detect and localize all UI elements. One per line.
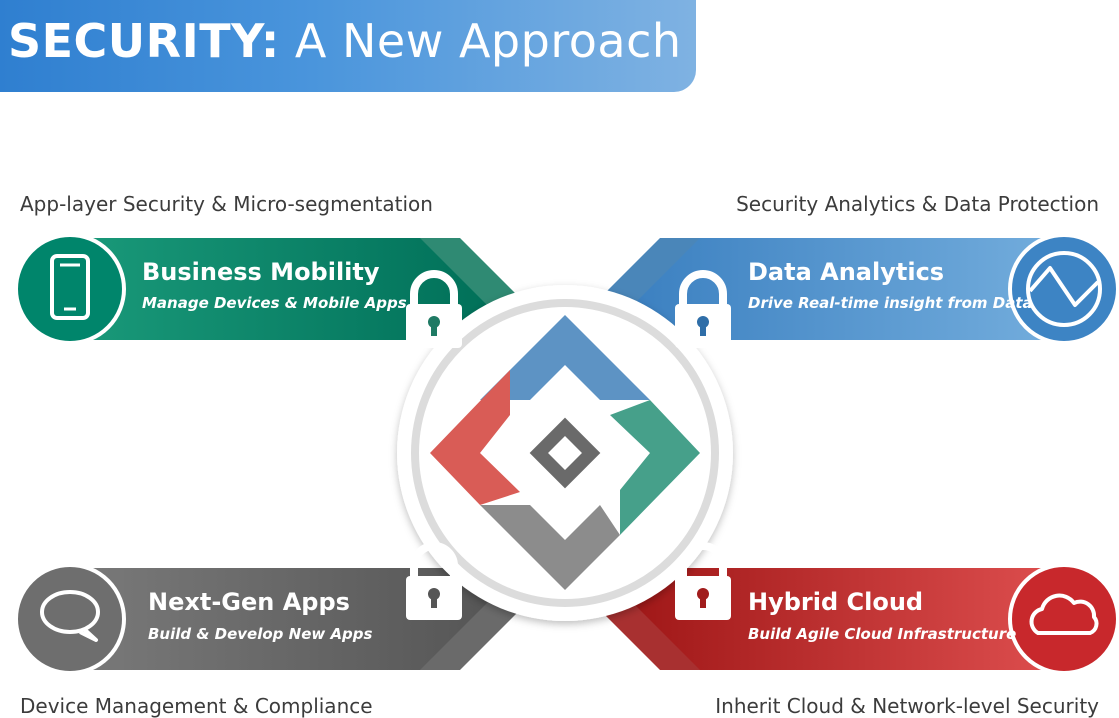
hub-segment-green <box>610 400 700 535</box>
page-title: SECURITY: A New Approach <box>8 14 682 68</box>
pillar-subtitle-hybrid-cloud: Build Agile Cloud Infrastructure <box>748 625 1017 643</box>
pillar-title-hybrid-cloud: Hybrid Cloud <box>748 588 924 616</box>
ribbon-next-gen-apps <box>70 568 500 670</box>
caption-top-left: App-layer Security & Micro-segmentation <box>20 192 433 216</box>
lock-icon-top-left <box>406 270 462 348</box>
caption-top-right: Security Analytics & Data Protection <box>736 192 1099 216</box>
header-banner: SECURITY: A New Approach <box>0 0 696 92</box>
pillar-subtitle-business-mobility: Manage Devices & Mobile Apps <box>142 294 407 312</box>
hub-segment-red <box>430 370 520 505</box>
pillar-title-business-mobility: Business Mobility <box>142 258 380 286</box>
lock-icon-bottom-right <box>675 542 731 620</box>
center-hub <box>397 285 733 621</box>
pulse-chart-icon <box>1008 233 1119 345</box>
pillar-subtitle-data-analytics: Drive Real-time insight from Data <box>748 294 1033 312</box>
lock-icon-top-right <box>675 270 731 348</box>
hub-segment-blue <box>480 315 650 400</box>
hub-segment-gray <box>480 505 620 590</box>
ribbon-business-mobility <box>70 238 500 340</box>
smartphone-icon <box>14 233 126 345</box>
lock-icon-bottom-left <box>406 542 462 620</box>
hub-diamond-inner <box>548 436 582 470</box>
pillar-subtitle-next-gen-apps: Build & Develop New Apps <box>148 625 373 643</box>
pillar-title-data-analytics: Data Analytics <box>748 258 945 286</box>
chat-bubble-icon <box>14 563 126 675</box>
title-bold: SECURITY: <box>8 14 280 68</box>
cloud-icon <box>1008 563 1119 675</box>
title-light: A New Approach <box>294 14 682 68</box>
pillar-title-next-gen-apps: Next-Gen Apps <box>148 588 350 616</box>
